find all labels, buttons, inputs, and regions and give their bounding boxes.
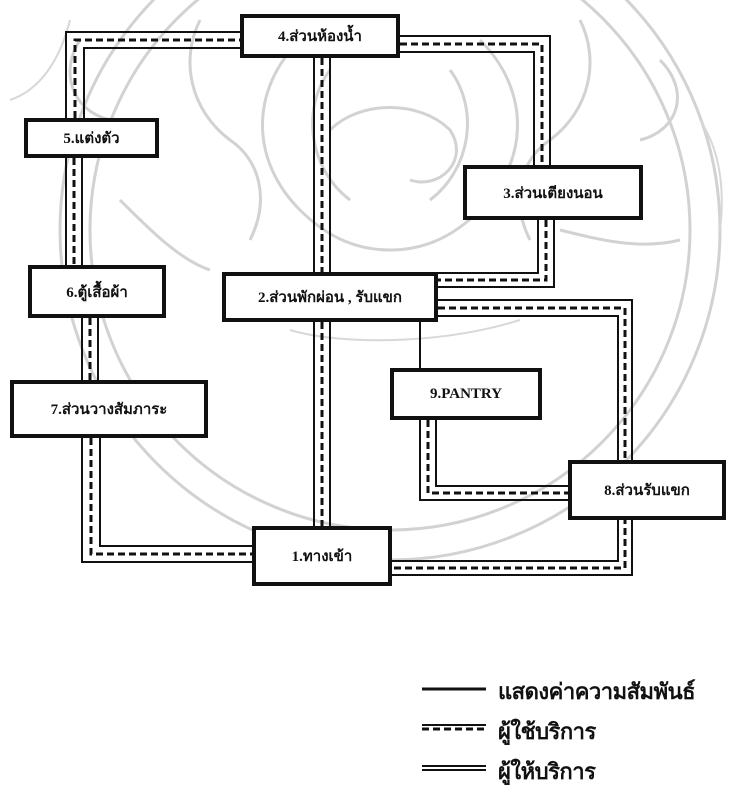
node-7-label: 7.ส่วนวางสัมภาระ [50, 402, 168, 418]
node-7-luggage: 7.ส่วนวางสัมภาระ [10, 380, 208, 438]
connector-5-4-outer [65, 31, 240, 118]
node-4-label: 4.ส่วนห้องน้ำ [278, 29, 362, 45]
connector-4-3-inner [400, 51, 535, 165]
dashed-5-4 [73, 38, 240, 118]
connector-3-2-inner [438, 220, 539, 274]
connector-7-1-outer [81, 438, 252, 563]
node-9-pantry: 9.PANTRY [390, 368, 542, 420]
node-6-wardrobe: 6.ตู้เสื้อผ้า [28, 265, 166, 318]
node-8-reception: 8.ส่วนรับแขก [568, 460, 726, 520]
node-9-label: 9.PANTRY [429, 385, 503, 402]
node-1-entrance: 1.ทางเข้า [252, 526, 392, 586]
connector-5-4-inner [83, 47, 240, 118]
node-8-label: 8.ส่วนรับแขก [604, 483, 690, 499]
node-3-bed: 3.ส่วนเตียงนอน [463, 165, 643, 220]
connector-4-5-3 [75, 32, 240, 118]
dashed-2-8 [392, 306, 627, 570]
connector-9-8-inner [435, 420, 568, 487]
legend-label-relationship: แสดงค่าความสัมพันธ์ [498, 680, 696, 705]
connector-2-8-outer [392, 299, 633, 576]
connector-3-2-outer [438, 220, 555, 288]
legend-label-users: ผู้ใช้บริการ [498, 720, 596, 745]
node-2-lounge: 2.ส่วนพักผ่อน , รับแขก [222, 272, 438, 322]
node-4-bathroom: 4.ส่วนห้องน้ำ [240, 14, 400, 58]
legend-dashed-line-sample [422, 724, 486, 731]
dashed-7-1 [89, 438, 252, 556]
dashed-9-8 [426, 420, 568, 495]
node-6-label: 6.ตู้เสื้อผ้า [66, 284, 128, 301]
legend-solid-line-sample-2 [422, 765, 486, 771]
node-2-label: 2.ส่วนพักผ่อน , รับแขก [258, 290, 402, 306]
connector-2-8-inner [392, 315, 619, 562]
connector-lines [65, 31, 633, 576]
connector-7-1-inner [99, 438, 252, 547]
legend-solid-line-sample [422, 687, 486, 691]
node-1-label: 1.ทางเข้า [291, 549, 353, 565]
connector-9-8-outer [419, 420, 568, 501]
connector-4-3-outer [400, 35, 551, 165]
node-5-label: 5.แต่งตัว [63, 131, 120, 147]
node-5-dressing: 5.แต่งตัว [24, 118, 159, 158]
dashed-4-3 [400, 42, 544, 165]
node-3-label: 3.ส่วนเตียงนอน [503, 185, 603, 202]
dashed-3-2 [438, 220, 548, 282]
legend-label-providers: ผู้ให้บริการ [498, 760, 596, 785]
